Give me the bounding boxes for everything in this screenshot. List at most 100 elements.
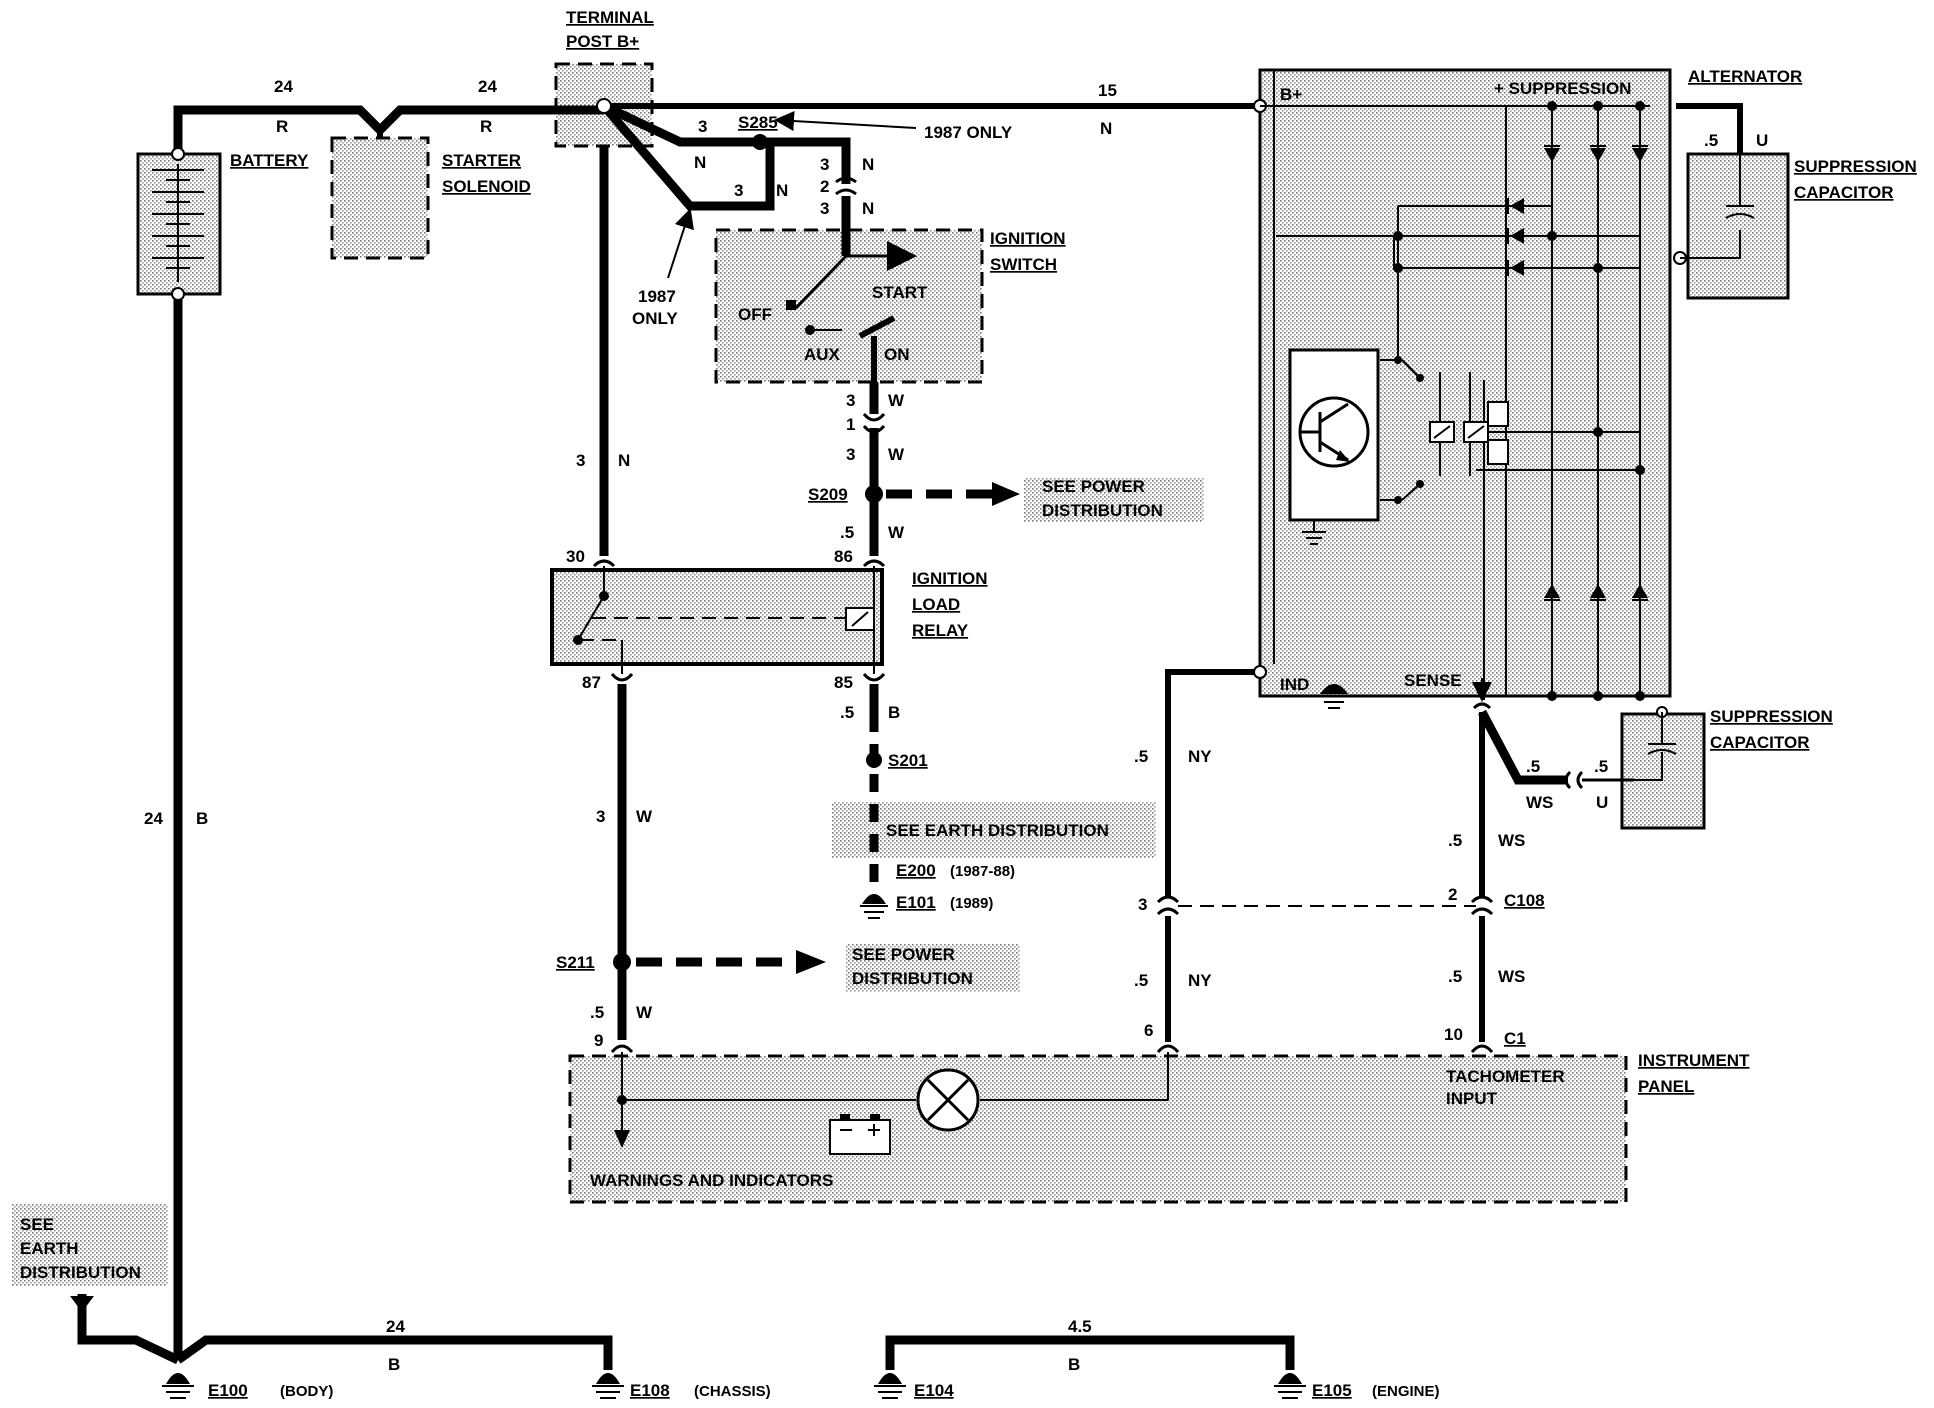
wire-label-s285-color: N bbox=[694, 153, 706, 172]
see-power-distribution-shade-2 bbox=[846, 944, 1020, 992]
wire-label-sw-in-color-2: N bbox=[862, 199, 874, 218]
wire-label-sw-w-color: W bbox=[888, 445, 905, 464]
wire-battery-positive bbox=[173, 105, 604, 154]
alt-terminal-sense: SENSE bbox=[1404, 671, 1462, 690]
pin-10-label: 10 bbox=[1444, 1025, 1463, 1044]
regulator-transistor-icon bbox=[1298, 396, 1370, 468]
capacitor-1-symbol bbox=[1680, 154, 1755, 259]
alt-terminal-ind: IND bbox=[1280, 675, 1309, 694]
ground-e101-label: E101 bbox=[896, 893, 936, 912]
battery-cells bbox=[152, 164, 204, 282]
relay-internals bbox=[573, 566, 875, 674]
wire-label-bat-color-1: R bbox=[276, 117, 288, 136]
wire-label-cap1-color: U bbox=[1756, 131, 1768, 150]
ignition-load-relay-box bbox=[550, 568, 884, 666]
ground-e101-note: (1989) bbox=[950, 895, 993, 912]
wire-label-e108-color: B bbox=[388, 1355, 400, 1374]
switch-pos-aux: AUX bbox=[804, 345, 841, 364]
alternator-stator-windings bbox=[1429, 401, 1509, 465]
splice-s211-dot bbox=[613, 953, 631, 971]
connector-c1-label: C1 bbox=[1504, 1029, 1526, 1048]
wire-see-earth-bus bbox=[77, 1294, 180, 1365]
wire-label-sw-w-size: 3 bbox=[846, 445, 855, 464]
ground-e108-label: E108 bbox=[630, 1381, 670, 1400]
wire-label-tp-color-2: N bbox=[776, 181, 788, 200]
wire-label-relay-gnd-color: B bbox=[888, 703, 900, 722]
ignition-load-relay-label-2: LOAD bbox=[912, 595, 960, 614]
wire-capacitor-1 bbox=[1676, 103, 1743, 154]
wire-label-bat-neg-size: 24 bbox=[144, 809, 163, 828]
wire-label-sw-in-size: 3 bbox=[820, 155, 829, 174]
see-power-distribution-2-line-1: SEE POWER bbox=[852, 945, 955, 964]
battery-pos-terminal bbox=[171, 147, 185, 161]
battery-label: BATTERY bbox=[230, 151, 309, 170]
wire-label-ind-size-2: .5 bbox=[1134, 971, 1148, 990]
splice-s209-label: S209 bbox=[808, 485, 848, 504]
ignition-switch-label-1: IGNITION bbox=[990, 229, 1066, 248]
see-power-distribution-1-line-2: DISTRIBUTION bbox=[1042, 501, 1163, 520]
see-earth-distribution-label: SEE EARTH DISTRIBUTION bbox=[886, 821, 1109, 840]
ground-e105-icon bbox=[1274, 1373, 1306, 1399]
c108-pin-2-label: 2 bbox=[1448, 885, 1457, 904]
starter-solenoid-label-2: SOLENOID bbox=[442, 177, 531, 196]
wire-label-ind-color: NY bbox=[1188, 747, 1212, 766]
wire-label-sense-size-2: .5 bbox=[1448, 967, 1462, 986]
splice-s211-label: S211 bbox=[556, 953, 595, 972]
wire-1987-only-branch bbox=[600, 103, 775, 211]
arrow-1987-only-branch bbox=[667, 208, 694, 279]
ground-e108-note: (CHASSIS) bbox=[694, 1383, 771, 1400]
suppression-capacitor-1-label-1: SUPPRESSION bbox=[1794, 157, 1917, 176]
battery-warning-icon bbox=[829, 1114, 891, 1155]
regulator-ground-icon bbox=[1302, 520, 1326, 545]
pin-30-label: 30 bbox=[566, 547, 585, 566]
see-earth-distribution-shade-2 bbox=[12, 1204, 168, 1286]
note-1987-only-branch-2: ONLY bbox=[632, 309, 678, 328]
wire-label-ind-size: .5 bbox=[1134, 747, 1148, 766]
wire-label-engine-color: B bbox=[1068, 1355, 1080, 1374]
starter-solenoid-box bbox=[330, 136, 430, 260]
suppression-capacitor-2-label-2: CAPACITOR bbox=[1710, 733, 1810, 752]
splice-s209-dot bbox=[865, 485, 883, 503]
wire-label-relay-feed-size: 3 bbox=[576, 451, 585, 470]
ground-e100-label: E100 bbox=[208, 1381, 248, 1400]
terminal-post-label-1: TERMINAL bbox=[566, 8, 654, 27]
wire-ground-bus-engine bbox=[885, 1335, 1295, 1370]
see-earth-arrow-icon bbox=[70, 1296, 94, 1312]
wire-label-cap2-size-a: .5 bbox=[1526, 757, 1540, 776]
wire-label-relay-feed-color: N bbox=[618, 451, 630, 470]
alternator-rectifier-diodes bbox=[1507, 145, 1648, 601]
ground-e100-note: (BODY) bbox=[280, 1383, 333, 1400]
alt-terminal-bplus: B+ bbox=[1280, 85, 1302, 104]
wire-label-sw-out-size: 3 bbox=[846, 391, 855, 410]
suppression-capacitor-box-1 bbox=[1686, 152, 1790, 300]
pin-85-label: 85 bbox=[834, 673, 853, 692]
warning-lamp-icon bbox=[916, 1068, 980, 1132]
splice-s285-dot bbox=[752, 134, 768, 150]
wire-label-sense-size: .5 bbox=[1448, 831, 1462, 850]
see-power-distribution-shade-1 bbox=[1024, 478, 1204, 522]
wire-label-e108-size: 24 bbox=[386, 1317, 405, 1336]
suppression-capacitor-1-label-2: CAPACITOR bbox=[1794, 183, 1894, 202]
wire-label-tp-size-2: 3 bbox=[734, 181, 743, 200]
note-1987-only-branch-1: 1987 bbox=[638, 287, 676, 306]
terminal-post-stud bbox=[596, 98, 612, 114]
see-earth-distribution-shade-1 bbox=[832, 802, 1156, 858]
splice-s201-label: S201 bbox=[888, 751, 928, 770]
wire-label-s285-size: 3 bbox=[698, 117, 707, 136]
connector-chevrons bbox=[592, 176, 1584, 1054]
c108-pin-3-label: 3 bbox=[1138, 895, 1147, 914]
wire-label-relay-in-size: .5 bbox=[840, 523, 854, 542]
ignition-switch-label-2: SWITCH bbox=[990, 255, 1057, 274]
wire-label-sw-in-color: N bbox=[862, 155, 874, 174]
wire-label-sw-pin-3: 3 bbox=[820, 199, 829, 218]
ignition-load-relay-label-3: RELAY bbox=[912, 621, 969, 640]
tachometer-input-label-1: TACHOMETER bbox=[1446, 1067, 1565, 1086]
ground-e105-note: (ENGINE) bbox=[1372, 1383, 1440, 1400]
alternator-junction-dots bbox=[1393, 101, 1645, 701]
wire-label-cap1-size: .5 bbox=[1704, 131, 1718, 150]
arrow-s209 bbox=[992, 482, 1020, 506]
ground-e105-label: E105 bbox=[1312, 1381, 1352, 1400]
ignition-load-relay-label-1: IGNITION bbox=[912, 569, 988, 588]
ground-e100-icon bbox=[162, 1373, 194, 1399]
